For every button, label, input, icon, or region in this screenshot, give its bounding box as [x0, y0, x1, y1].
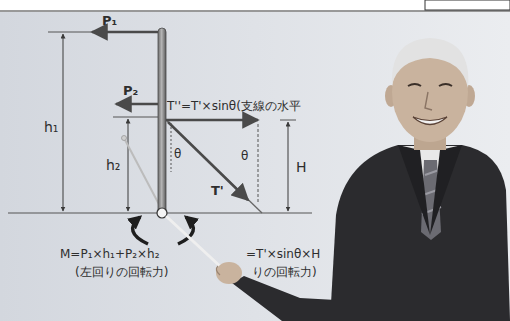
pivot-point	[157, 208, 167, 218]
dimension-label: h₂	[106, 158, 121, 172]
formula-label: T''=T'×sinθ(支線の水平	[167, 100, 301, 112]
angle-label: θ	[174, 148, 181, 160]
moment-note: りの回転力)	[252, 266, 317, 278]
force-arrow	[92, 31, 158, 34]
angle-guide	[171, 123, 172, 172]
rotation-arrow	[133, 217, 148, 244]
extension-line	[48, 32, 92, 33]
tension-label: T'	[211, 184, 224, 197]
moment-note: (左回りの回転力)	[75, 266, 168, 278]
dimension-label: h₁	[44, 120, 59, 134]
tilted-pole-line	[124, 138, 162, 210]
dimension-line	[63, 34, 64, 211]
moment-formula: M=P₁×h₁+P₂×h₂	[60, 248, 160, 260]
force-label: P₁	[102, 14, 117, 27]
presenter-figure	[167, 38, 510, 321]
pole-top-dot	[122, 136, 127, 141]
header-box	[425, 0, 510, 10]
dimension-line	[128, 119, 129, 211]
diagram-ground	[0, 12, 510, 321]
guy-wire	[166, 120, 262, 213]
force-arrow	[116, 103, 158, 106]
angle-label: θ	[241, 150, 248, 162]
page-rule	[0, 11, 510, 12]
dimension-line	[288, 122, 289, 211]
force-label: P₂	[123, 84, 138, 97]
dimension-label: H	[296, 160, 307, 174]
component-arrow	[166, 119, 258, 122]
angle-guide	[258, 124, 259, 204]
extension-line	[113, 117, 158, 118]
moment-formula: =T'×sinθ×H	[246, 248, 320, 260]
utility-pole	[158, 28, 166, 214]
extension-line	[280, 120, 296, 121]
tension-arrow	[168, 122, 248, 200]
